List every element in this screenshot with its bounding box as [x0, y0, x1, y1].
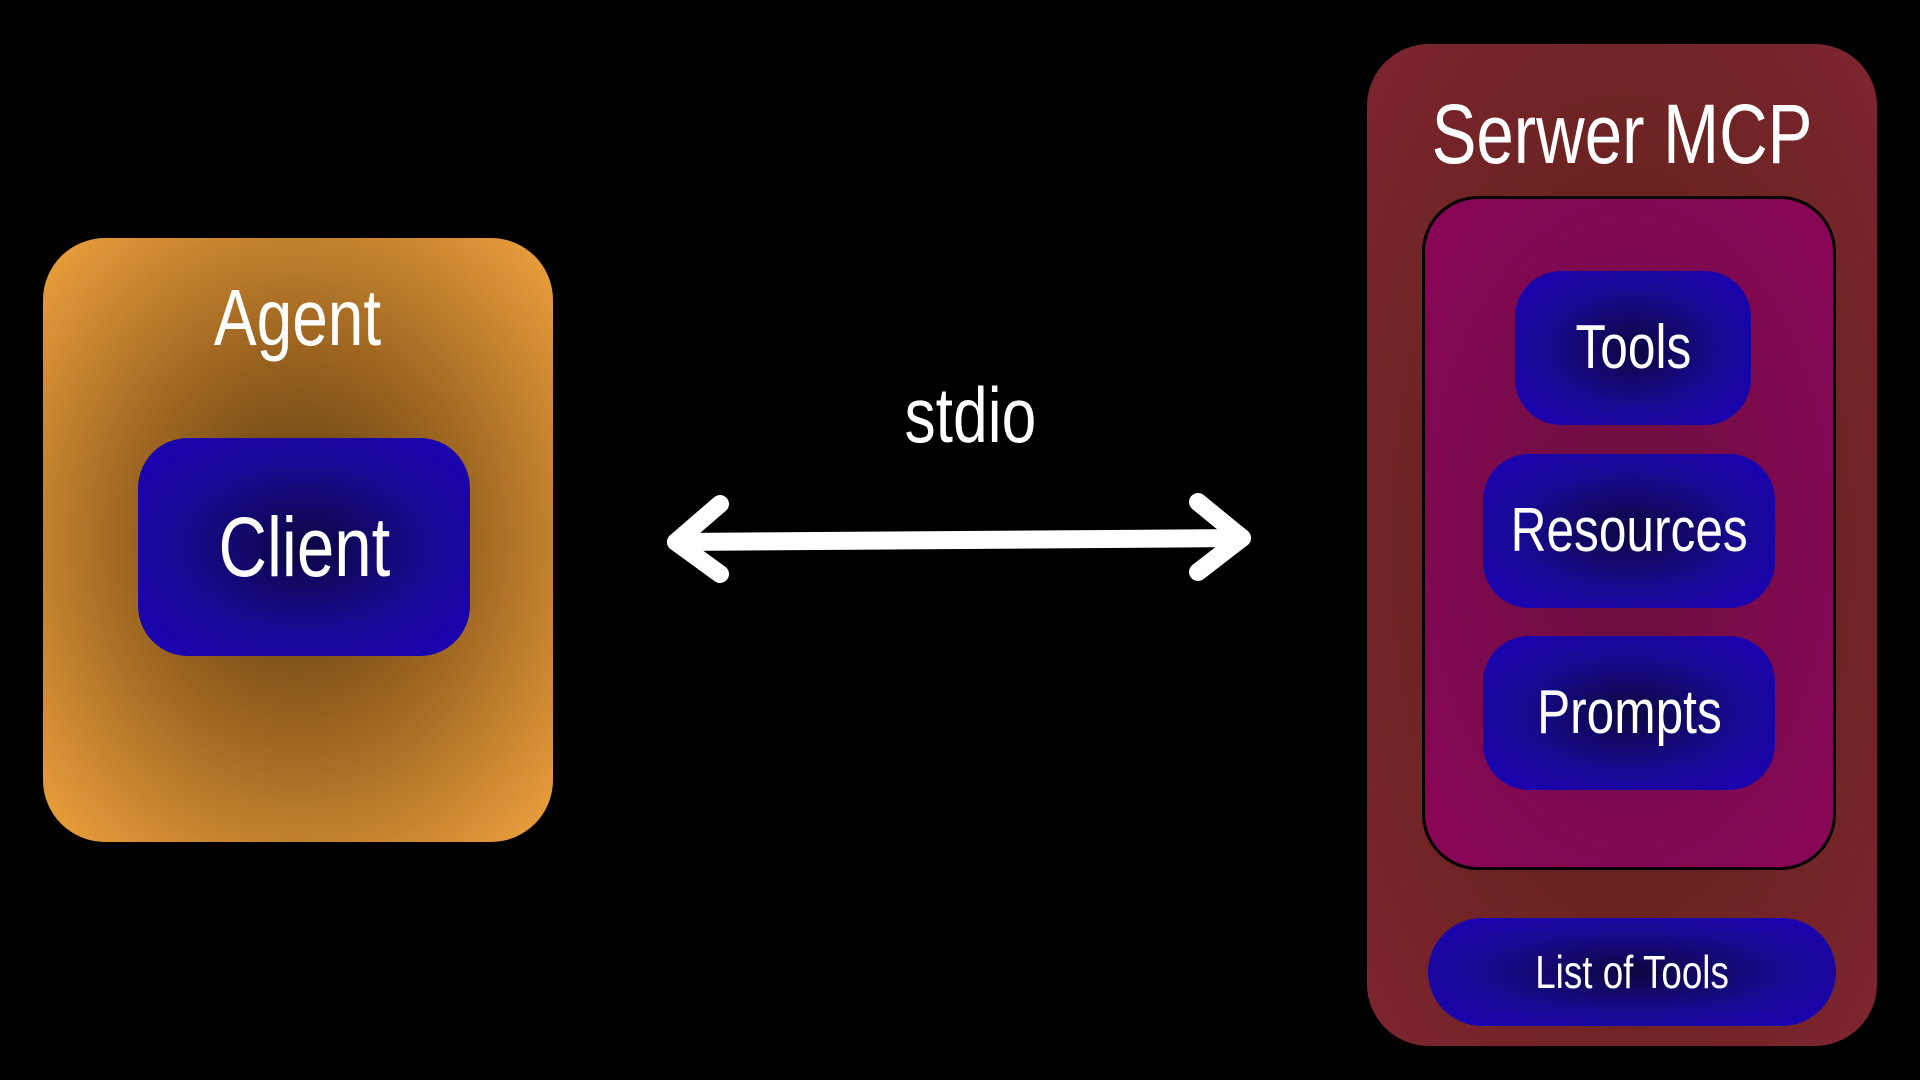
- server-title: Serwer MCP: [1431, 87, 1813, 181]
- bidirectional-arrow: [667, 493, 1251, 583]
- client-box: Client: [138, 438, 470, 656]
- prompts-box: Prompts: [1483, 636, 1775, 790]
- resources-box: Resources: [1483, 454, 1775, 608]
- client-label: Client: [218, 500, 390, 594]
- agent-container: Agent Client: [43, 238, 553, 842]
- mcp-server-container: Serwer MCP Tools Resources Prompts List …: [1367, 44, 1877, 1046]
- capabilities-panel: Tools Resources Prompts: [1422, 196, 1836, 870]
- tools-box: Tools: [1515, 271, 1751, 425]
- list-of-tools-box: List of Tools: [1428, 918, 1836, 1026]
- stdio-label: stdio: [904, 371, 1036, 459]
- agent-title: Agent: [214, 273, 382, 362]
